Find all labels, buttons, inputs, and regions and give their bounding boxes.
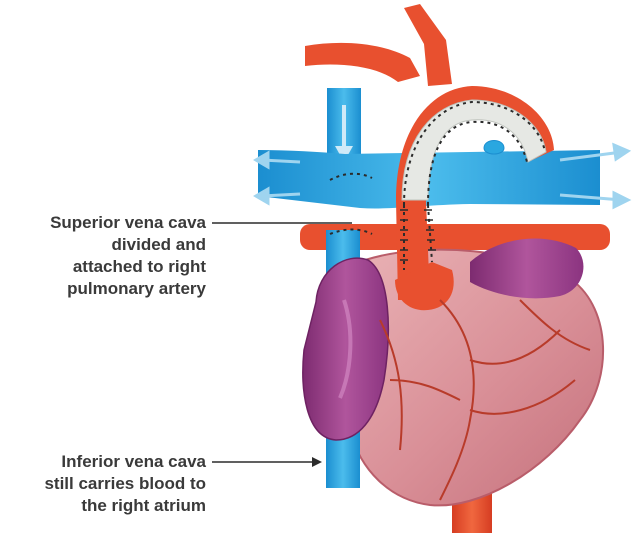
superior-vena-cava-label: Superior vena cava divided and attached … (50, 212, 206, 300)
superior-vena-cava-label-line: pulmonary artery (50, 278, 206, 300)
superior-vena-cava-label-line: attached to right (50, 256, 206, 278)
brachiocephalic-artery (305, 43, 420, 82)
inferior-vena-cava-label-line: Inferior vena cava (44, 451, 206, 473)
inferior-vena-cava-label: Inferior vena cava still carries blood t… (44, 451, 206, 517)
superior-vena-cava-label-line: Superior vena cava (50, 212, 206, 234)
superior-vena-cava-label-line: divided and (50, 234, 206, 256)
inferior-vena-cava-label-line: the right atrium (44, 495, 206, 517)
inferior-vena-cava-label-line: still carries blood to (44, 473, 206, 495)
